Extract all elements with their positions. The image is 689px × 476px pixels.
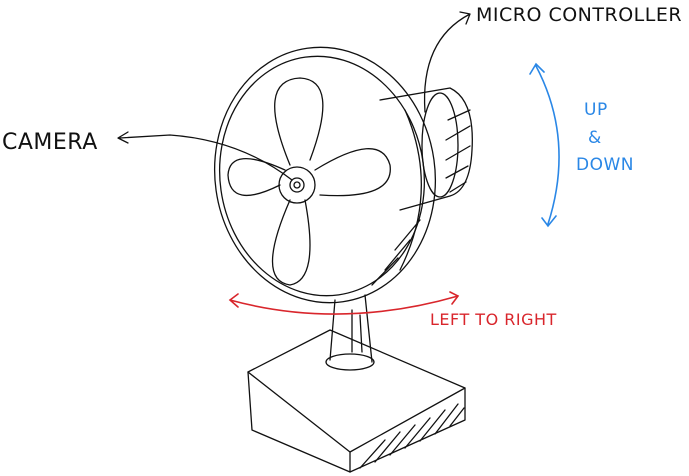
fan-base — [247, 329, 466, 473]
microcontroller-label: MICRO CONTROLLER — [476, 4, 683, 26]
up-down-arrow — [529, 62, 560, 228]
left-right-label: LEFT TO RIGHT — [430, 310, 557, 329]
up-down-label-line2: & — [588, 128, 602, 148]
microcontroller-pointer-arrow — [423, 11, 471, 113]
camera-label: CAMERA — [2, 130, 98, 155]
motor-housing — [379, 87, 473, 211]
fan-blades — [227, 77, 391, 286]
left-right-arrow — [228, 291, 460, 315]
fan-guard — [213, 46, 437, 304]
camera-pointer-arrow — [117, 131, 293, 181]
fan-stand — [325, 294, 375, 371]
up-down-label-line3: DOWN — [576, 155, 634, 175]
up-down-label-line1: UP — [584, 100, 608, 120]
